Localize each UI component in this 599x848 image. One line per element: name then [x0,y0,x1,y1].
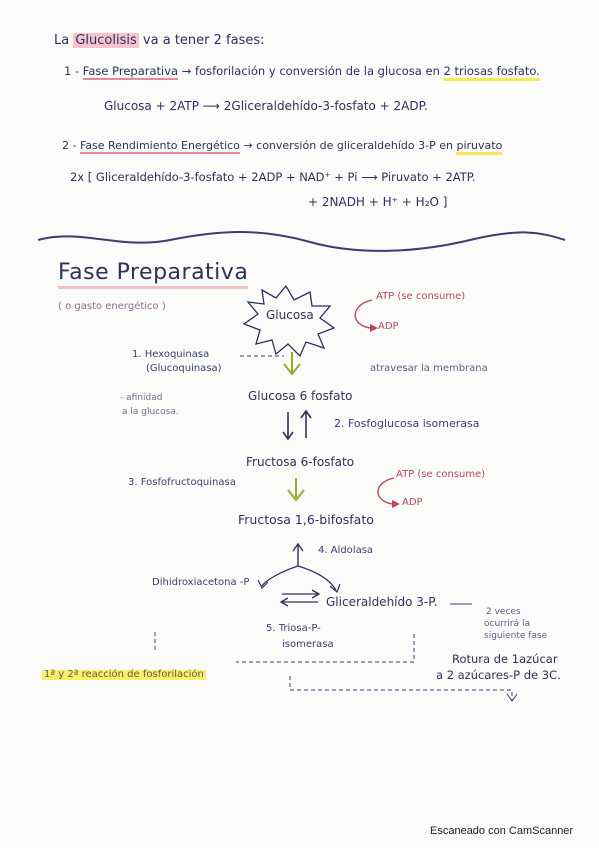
phase2-equation-line2: + 2NADH + H⁺ + H₂O ] [308,195,448,209]
phase1-name: Fase Preparativa [82,64,179,80]
glucosa-burst [242,284,336,358]
fructosa-6-fosfato: Fructosa 6-fosfato [246,455,355,469]
atp-curve-2 [377,477,395,505]
adp-2: ADP [402,497,423,508]
rupture-note-a: Rotura de 1azúcar [452,652,558,666]
dihidroxiacetona-p: Dihidroxiacetona -P [152,577,250,588]
intro-prefix: La [54,33,70,48]
fructosa-1-6-bifosfato: Fructosa 1,6-bifosfato [238,512,374,527]
twice-note-b: ocurrirá la [484,619,530,629]
intro-suffix: va a tener 2 fases: [142,33,265,48]
twice-note-a: 2 veces [486,607,521,617]
atp-consumed-2: ATP (se consume) [396,469,486,480]
phase2-arrow: → [243,139,253,152]
intro-line: La Glucolisis va a tener 2 fases: [54,33,265,48]
adp-1: ADP [378,321,399,332]
section-title: Fase Preparativa [58,262,249,289]
enzyme-1-alt: (Glucoquinasa) [146,363,222,374]
intro-term: Glucolisis [73,33,139,48]
enzyme-2: 2. Fosfoglucosa isomerasa [334,417,480,430]
phase2-name: Fase Rendimiento Energético [79,139,240,154]
phase2-line: 2 - Fase Rendimiento Energético → conver… [62,139,503,155]
atp-consumed-1: ATP (se consume) [376,291,466,302]
phase2-description: conversión de gliceraldehído 3-P en [256,139,453,152]
enzyme-5-a: 5. Triosa-P- [266,623,321,634]
phase1-arrow: → [181,64,192,78]
phase1-line: 1 - Fase Preparativa → fosforilación y c… [64,64,540,81]
phase2-number: 2 - [62,139,77,152]
enzyme-1: 1. Hexoquinasa [132,349,210,360]
phosphorylation-note: 1ª y 2ª reacción de fosforilación [42,669,206,680]
glucosa-6-fosfato: Glucosa 6 fosfato [248,389,353,403]
phase1-description: fosforilación y conversión de la glucosa… [195,64,440,78]
wavy-divider [37,231,566,252]
phase2-equation-line1: 2x [ Gliceraldehído-3-fosfato + 2ADP + N… [70,170,476,184]
scanner-watermark: Escaneado con CamScanner [430,825,574,837]
phase1-number: 1 - [64,64,80,78]
enzyme-3: 3. Fosfofructoquinasa [128,477,236,488]
glucosa-label: Glucosa [266,308,314,322]
enzyme-1-note-b: a la glucosa. [122,407,179,417]
enzyme-5-b: isomerasa [282,639,334,650]
enzyme-1-note-a: - afinidad [120,393,163,403]
phase1-highlight: 2 triosas fosfato. [443,64,540,81]
gliceraldehido-3-p: Gliceraldehído 3-P. [326,595,438,609]
twice-note-c: siguiente fase [484,631,548,641]
membrane-note: atravesar la membrana [370,363,488,374]
enzyme-4: 4. Aldolasa [318,545,374,556]
rupture-note-b: a 2 azúcares-P de 3C. [436,668,561,682]
atp-curve-1 [354,299,373,329]
phase1-equation: Glucosa + 2ATP ⟶ 2Gliceraldehído-3-fosfa… [104,99,428,113]
phase2-highlight: piruvato [456,139,503,155]
section-subtitle: ( o gasto energético ) [58,301,166,312]
